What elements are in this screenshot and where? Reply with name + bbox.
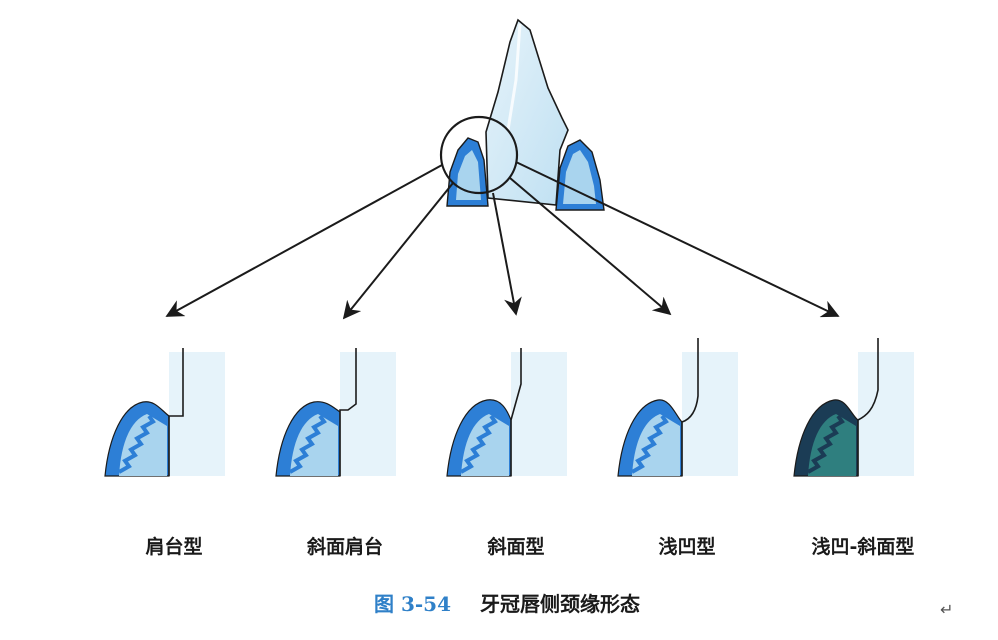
crown-overview — [485, 18, 569, 206]
preparation-wall — [857, 338, 879, 476]
arrow-to-bevel-shoulder — [342, 182, 454, 320]
profile-bevel — [446, 348, 567, 477]
label-bevel: 斜面型 — [487, 536, 545, 558]
label-shoulder: 肩台型 — [145, 536, 203, 558]
tooth-body — [169, 352, 225, 476]
arrow-to-shoulder — [165, 164, 443, 317]
label-bevel-shoulder: 斜面肩台 — [306, 536, 383, 558]
profile-bevel-shoulder — [275, 348, 396, 477]
tooth-overview-illustration — [439, 18, 605, 211]
crown-facet-line — [506, 23, 522, 131]
label-chamfer-bevel: 浅凹-斜面型 — [811, 536, 915, 558]
figure-caption: 图 3-54 牙冠唇侧颈缘形态 — [374, 588, 640, 617]
preparation-wall — [339, 348, 357, 476]
enamel-sawtooth — [807, 414, 845, 474]
arrow-to-chamfer-bevel — [515, 161, 840, 318]
tooth-body — [511, 352, 567, 476]
magnifier-circle — [439, 115, 519, 195]
left-enamel-collar-inner — [456, 150, 481, 200]
preparation-wall — [681, 338, 699, 476]
tooth-body — [340, 352, 396, 476]
profile-chamfer — [617, 338, 738, 477]
preparation-wall — [510, 348, 522, 476]
preparation-wall — [168, 348, 184, 476]
enamel-sawtooth — [460, 414, 498, 474]
figure-number: 图 3-54 — [374, 592, 452, 616]
arrow-group — [165, 161, 840, 320]
return-symbol: ↵ — [940, 600, 954, 619]
arrow-to-chamfer — [509, 177, 672, 316]
arrow-to-bevel — [492, 192, 522, 316]
profile-shoulder — [104, 348, 225, 477]
margin-profiles — [104, 338, 914, 477]
enamel-sawtooth — [118, 414, 156, 474]
tooth-body — [682, 352, 738, 476]
label-chamfer: 浅凹型 — [658, 536, 716, 558]
right-enamel-collar-inner — [563, 150, 596, 204]
enamel-sawtooth — [289, 414, 327, 474]
figure-title: 牙冠唇侧颈缘形态 — [479, 592, 640, 616]
profile-chamfer-bevel — [793, 338, 914, 477]
enamel-sawtooth — [631, 414, 669, 474]
